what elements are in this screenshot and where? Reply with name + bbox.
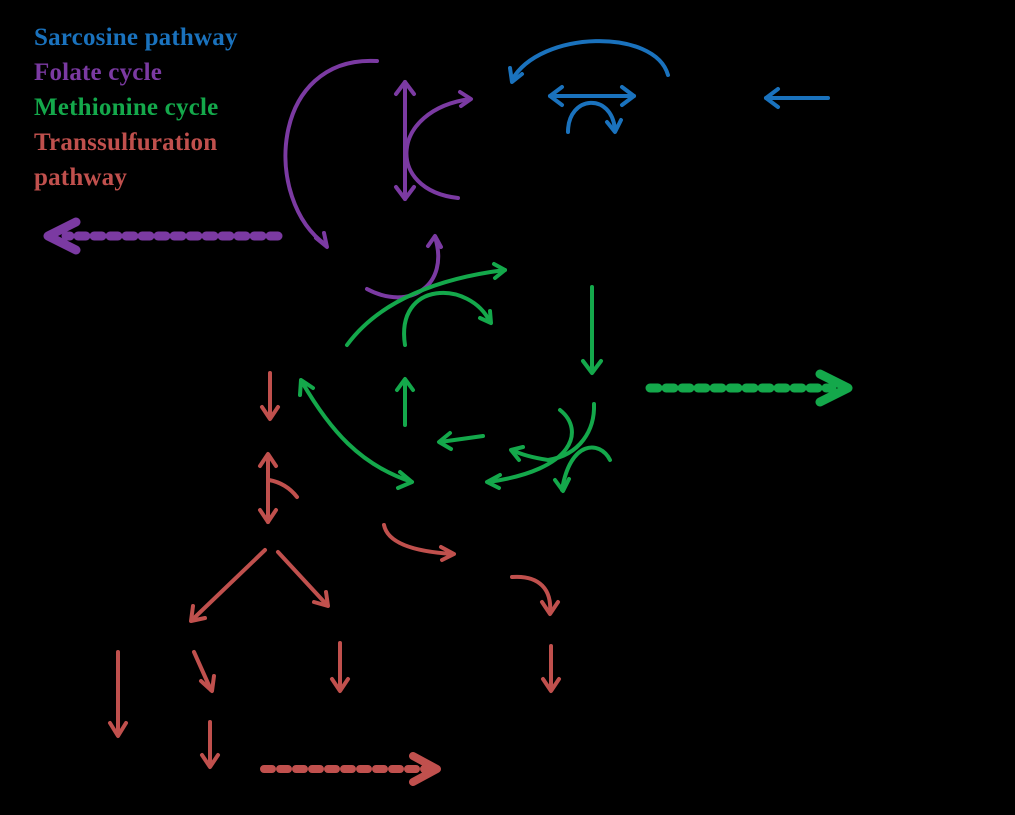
transsulfuration-split-right <box>276 550 329 607</box>
folate-half-circle <box>404 97 472 200</box>
methionine-diagonal-double-arrow <box>300 380 414 484</box>
transsulfuration-curved-arrow <box>382 523 455 556</box>
folate-large-arc-head <box>314 231 329 249</box>
legend-folate-cycle: Folate cycle <box>34 59 163 86</box>
legend-transsulfuration-pathway: Transsulfuration <box>34 129 218 156</box>
pathway-legend: Sarcosine pathway Folate cycle Methionin… <box>34 20 238 195</box>
methionine-cluster-upper-arc-head <box>509 445 525 462</box>
folate-arrows <box>43 58 473 300</box>
folate-half-circle-head <box>458 90 473 108</box>
sarcosine-double-arrow-right-head <box>620 85 636 107</box>
sarcosine-left-arrow-head <box>764 87 780 109</box>
sarcosine-small-arc-head <box>605 118 623 134</box>
methionine-left-arrow-head <box>437 431 453 451</box>
transsulfuration-split-left-head <box>189 604 207 623</box>
transsulfuration-dotted-export-head <box>409 752 441 786</box>
methionine-cluster-main-arc <box>486 408 574 484</box>
transsulfuration-right-curve <box>510 574 553 615</box>
methionine-upper-curve <box>345 268 507 347</box>
sarcosine-top-arc <box>510 39 670 82</box>
folate-dotted-export-head <box>43 217 81 255</box>
methionine-up-arrow-head <box>395 377 415 392</box>
methionine-upper-curve-head <box>492 262 507 280</box>
methionine-cluster-main-arc-head <box>485 473 502 490</box>
folate-vertical-down-head <box>394 185 416 201</box>
transsulfuration-short-diagonal-head <box>199 674 216 693</box>
transsulfuration-split-left <box>190 548 267 622</box>
sarcosine-top-arc-head <box>508 66 524 84</box>
methionine-diagonal-down-head <box>396 470 414 490</box>
transsulfuration-split-right-head <box>312 590 330 608</box>
methionine-down-arrow-head <box>581 359 603 375</box>
methionine-cluster-lower-arc-head <box>553 477 571 493</box>
folate-hub-arc-head <box>426 234 443 249</box>
methionine-cluster-upper-arc <box>510 402 597 462</box>
sarcosine-small-arc <box>566 100 617 134</box>
methionine-cluster-lower-arc <box>560 445 612 492</box>
legend-sarcosine-pathway: Sarcosine pathway <box>34 24 238 51</box>
methionine-diagonal-up-head <box>298 378 315 397</box>
transsulfuration-down-arrow-left-head <box>108 721 128 738</box>
transsulfuration-down-arrow-1-head <box>260 405 280 421</box>
transsulfuration-short-diagonal <box>192 650 213 692</box>
methionine-curl-arc-head <box>478 309 493 325</box>
sarcosine-arrows <box>508 39 830 134</box>
transsulfuration-down-arrow-mid-head <box>330 677 350 693</box>
transsulfuration-double-arrow-down-head <box>258 508 278 524</box>
methionine-dotted-export-head <box>815 369 853 407</box>
folate-large-arc <box>283 58 379 247</box>
transsulfuration-down-arrow-bottom-head <box>200 753 220 769</box>
transsulfuration-hook <box>267 478 299 499</box>
transsulfuration-arrows <box>108 371 561 786</box>
methionine-curl-arc <box>402 290 492 347</box>
transsulfuration-right-curve-head <box>540 600 560 616</box>
transsulfuration-curved-arrow-head <box>439 545 456 562</box>
legend-methionine-cycle: Methionine cycle <box>34 94 219 121</box>
methionine-arrows <box>298 262 853 493</box>
folate-vertical-up-head <box>394 80 416 96</box>
transsulfuration-double-arrow-up-head <box>258 452 278 468</box>
sarcosine-double-arrow-left-head <box>548 85 564 107</box>
methionine-left-arrow <box>438 434 485 444</box>
transsulfuration-down-arrow-right-head <box>541 677 561 693</box>
legend-transsulfuration-pathway-line2: pathway <box>34 164 128 191</box>
